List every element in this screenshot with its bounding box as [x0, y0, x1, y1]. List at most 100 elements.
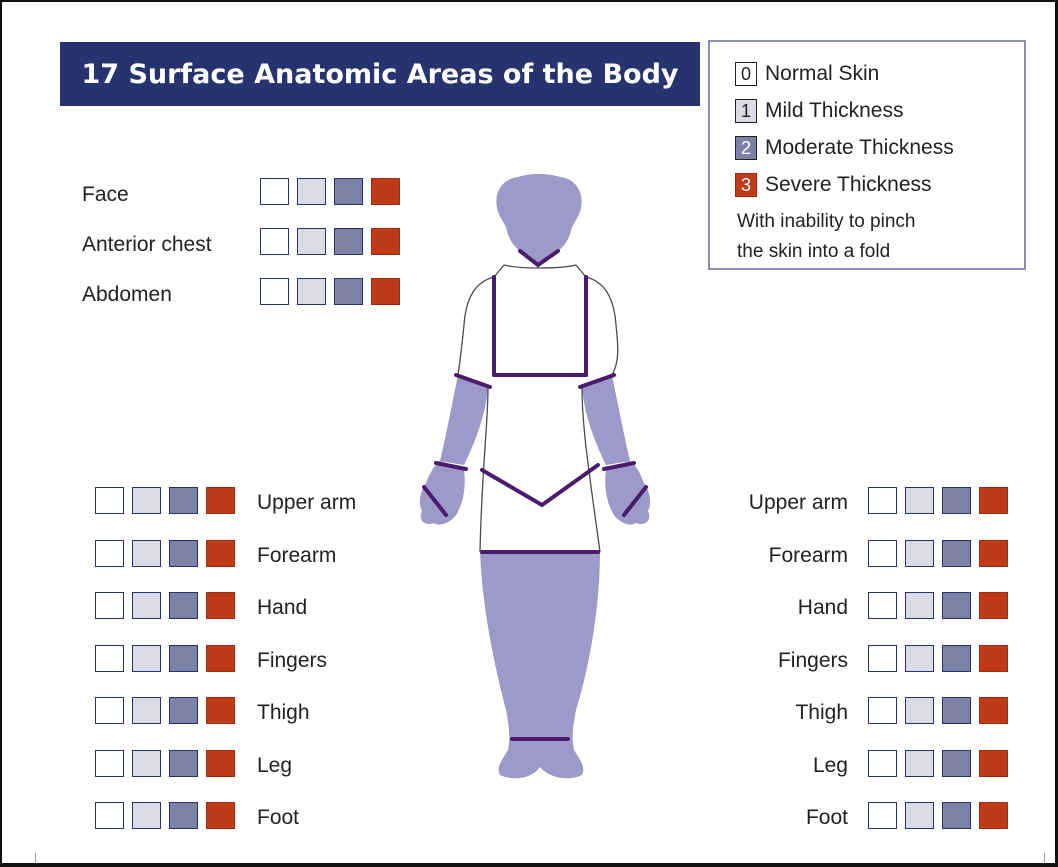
score-box-2[interactable]: [942, 697, 971, 724]
body-figure: [400, 165, 670, 805]
score-box-3[interactable]: [206, 592, 235, 619]
score-box-3[interactable]: [206, 645, 235, 672]
score-box-1[interactable]: [905, 487, 934, 514]
score-box-1[interactable]: [297, 228, 326, 255]
right-forearm-region: [582, 375, 630, 465]
score-box-3[interactable]: [206, 487, 235, 514]
score-box-0[interactable]: [95, 645, 124, 672]
left-thigh-score-boxes: [95, 697, 235, 724]
score-box-1[interactable]: [905, 750, 934, 777]
right-fingers-score-boxes: [868, 645, 1008, 672]
score-box-3[interactable]: [979, 697, 1008, 724]
score-box-2[interactable]: [942, 540, 971, 567]
right-hand-label: Hand: [798, 594, 848, 622]
score-box-0[interactable]: [95, 697, 124, 724]
score-box-2[interactable]: [169, 592, 198, 619]
score-box-3[interactable]: [979, 540, 1008, 567]
score-box-2[interactable]: [169, 697, 198, 724]
right-upper-arm-label: Upper arm: [749, 489, 848, 517]
score-box-0[interactable]: [95, 592, 124, 619]
legend-item-1: 1 Mild Thickness: [735, 97, 904, 125]
score-box-2[interactable]: [942, 487, 971, 514]
score-box-3[interactable]: [979, 802, 1008, 829]
score-box-1[interactable]: [132, 802, 161, 829]
score-box-2[interactable]: [334, 278, 363, 305]
score-box-2[interactable]: [334, 228, 363, 255]
score-box-0[interactable]: [868, 592, 897, 619]
area-label-face: Face: [82, 181, 129, 209]
score-box-2[interactable]: [169, 750, 198, 777]
left-hand-score-boxes: [95, 592, 235, 619]
score-box-3[interactable]: [371, 278, 400, 305]
score-box-3[interactable]: [371, 178, 400, 205]
right-leg-score-boxes: [868, 750, 1008, 777]
right-hand-score-boxes: [868, 592, 1008, 619]
score-box-3[interactable]: [979, 592, 1008, 619]
score-box-0[interactable]: [95, 487, 124, 514]
legend-item-3: 3 Severe Thickness: [735, 171, 932, 199]
right-leg-label: Leg: [813, 752, 848, 780]
right-thigh-label: Thigh: [795, 699, 848, 727]
score-box-0[interactable]: [260, 178, 289, 205]
score-box-3[interactable]: [979, 750, 1008, 777]
score-box-0[interactable]: [868, 697, 897, 724]
score-box-2[interactable]: [334, 178, 363, 205]
score-box-0[interactable]: [95, 802, 124, 829]
score-box-3[interactable]: [206, 697, 235, 724]
score-box-0[interactable]: [868, 645, 897, 672]
left-foot-label: Foot: [257, 804, 299, 832]
left-forearm-score-boxes: [95, 540, 235, 567]
score-box-0[interactable]: [260, 228, 289, 255]
score-box-1[interactable]: [905, 697, 934, 724]
score-box-2[interactable]: [942, 750, 971, 777]
score-box-1[interactable]: [905, 802, 934, 829]
right-foot-score-boxes: [868, 802, 1008, 829]
score-box-3[interactable]: [206, 802, 235, 829]
score-box-0[interactable]: [95, 540, 124, 567]
left-upper-arm-label: Upper arm: [257, 489, 356, 517]
score-box-1[interactable]: [905, 540, 934, 567]
score-box-3[interactable]: [206, 540, 235, 567]
score-box-1[interactable]: [132, 697, 161, 724]
score-box-2[interactable]: [169, 540, 198, 567]
right-forearm-label: Forearm: [769, 542, 848, 570]
score-box-3[interactable]: [979, 645, 1008, 672]
score-box-0[interactable]: [868, 750, 897, 777]
score-box-1[interactable]: [132, 750, 161, 777]
score-box-0[interactable]: [868, 802, 897, 829]
score-box-0[interactable]: [868, 487, 897, 514]
score-box-1[interactable]: [905, 645, 934, 672]
score-box-3[interactable]: [979, 487, 1008, 514]
right-fingers-label: Fingers: [778, 647, 848, 675]
score-box-2[interactable]: [942, 645, 971, 672]
score-box-3[interactable]: [371, 228, 400, 255]
score-box-0[interactable]: [868, 540, 897, 567]
right-upper-arm-score-boxes: [868, 487, 1008, 514]
score-box-2[interactable]: [169, 487, 198, 514]
legend-score-2-swatch: 2: [735, 136, 757, 160]
right-forearm-score-boxes: [868, 540, 1008, 567]
legend-label-2: Moderate Thickness: [765, 136, 954, 160]
area-label-abdomen: Abdomen: [82, 281, 172, 309]
score-box-1[interactable]: [905, 592, 934, 619]
score-box-2[interactable]: [169, 802, 198, 829]
legend-score-0-swatch: 0: [735, 62, 757, 86]
score-box-1[interactable]: [132, 487, 161, 514]
score-box-0[interactable]: [260, 278, 289, 305]
score-box-2[interactable]: [942, 592, 971, 619]
score-box-1[interactable]: [297, 278, 326, 305]
legend-label-1: Mild Thickness: [765, 99, 904, 123]
score-box-3[interactable]: [206, 750, 235, 777]
score-box-1[interactable]: [132, 645, 161, 672]
legend-score-3-swatch: 3: [735, 173, 757, 197]
score-boxes-anterior-chest: [260, 228, 400, 255]
score-box-1[interactable]: [132, 592, 161, 619]
score-box-2[interactable]: [942, 802, 971, 829]
legend-item-0: 0 Normal Skin: [735, 60, 879, 88]
left-forearm-region: [440, 375, 488, 465]
score-box-1[interactable]: [132, 540, 161, 567]
score-box-2[interactable]: [169, 645, 198, 672]
score-box-1[interactable]: [297, 178, 326, 205]
score-box-0[interactable]: [95, 750, 124, 777]
legend-item-2: 2 Moderate Thickness: [735, 134, 954, 162]
